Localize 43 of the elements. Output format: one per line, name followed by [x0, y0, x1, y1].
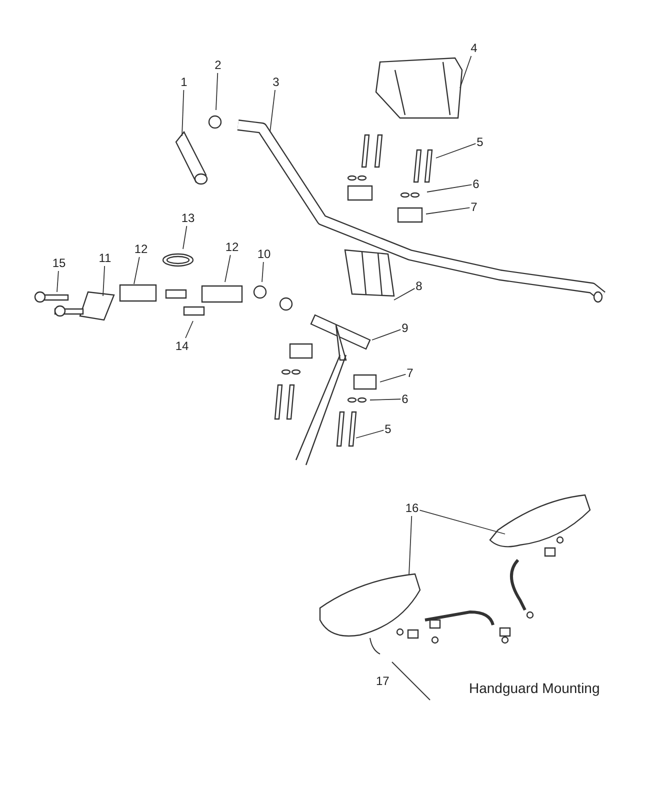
leader-line [134, 256, 140, 284]
diagram-caption: Handguard Mounting [469, 680, 600, 696]
callout-number: 16 [405, 501, 419, 515]
leader-line [372, 329, 402, 340]
leader-line [436, 143, 476, 158]
callout-number: 12 [134, 242, 148, 256]
leader-line [224, 254, 231, 282]
callout-number: 17 [376, 674, 390, 688]
leader-line [102, 266, 106, 296]
callout-number: 13 [181, 211, 195, 225]
leader-line [370, 398, 402, 400]
leader-line [460, 56, 472, 88]
leader-line [262, 262, 264, 282]
leader-line [270, 90, 276, 132]
callout-number: 5 [384, 422, 392, 436]
callout-number: 9 [402, 321, 408, 335]
callout-number: 10 [257, 247, 271, 261]
leader-line [408, 516, 412, 576]
callout-number: 15 [52, 256, 66, 270]
callout-number: 6 [402, 392, 408, 406]
leader-line [182, 90, 184, 136]
callout-number: 14 [175, 339, 189, 353]
callout-number: 12 [225, 240, 239, 254]
callout-number: 8 [416, 279, 422, 293]
callout-number: 7 [406, 366, 414, 380]
leader-line [356, 430, 384, 438]
callout-number: 2 [214, 58, 222, 72]
leader-line [394, 288, 416, 300]
leader-line [380, 374, 406, 382]
callout-number: 4 [470, 41, 478, 55]
callout-number: 3 [272, 75, 280, 89]
leader-line [182, 226, 188, 250]
callout-number: 6 [472, 177, 480, 191]
leader-line [56, 270, 59, 292]
leader-line [426, 207, 470, 214]
callout-number: 1 [180, 75, 188, 89]
leader-line [426, 184, 472, 192]
callout-number: 7 [470, 200, 478, 214]
leader-line [419, 510, 506, 534]
leader-line [185, 320, 194, 338]
callout-number: 11 [98, 251, 112, 265]
leader-line [216, 72, 218, 110]
callout-number: 5 [476, 135, 484, 149]
